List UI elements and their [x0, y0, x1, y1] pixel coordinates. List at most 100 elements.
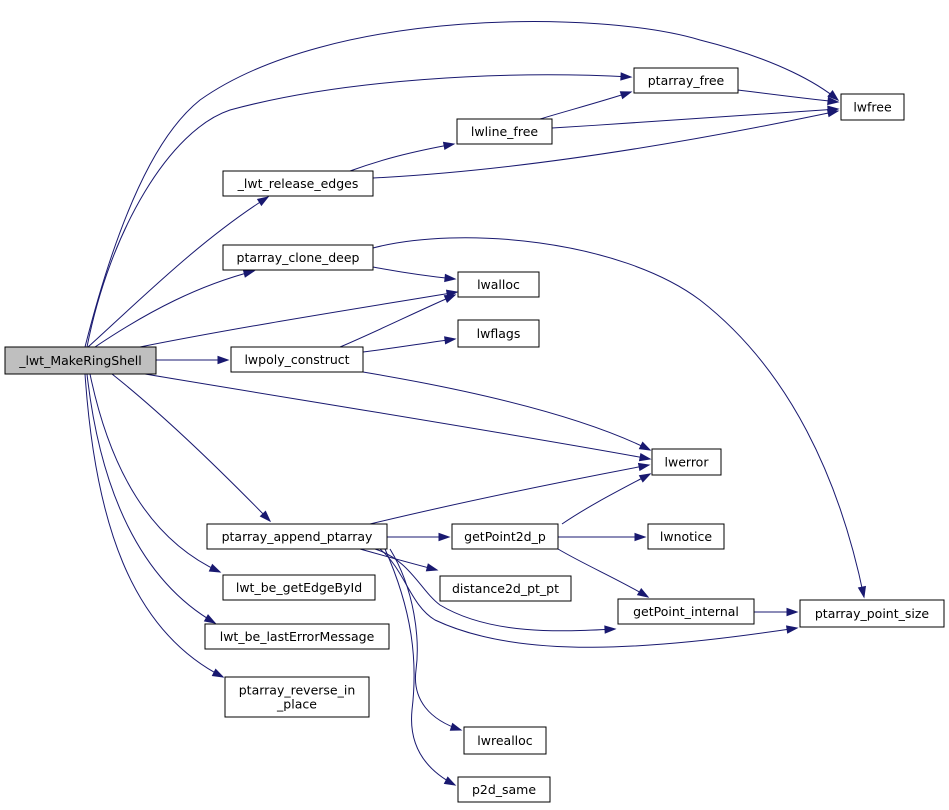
edge-lwt-release-edges-to-lwfree: [372, 109, 840, 179]
node-label: distance2d_pt_pt: [452, 581, 559, 596]
node-ptarray-append-ptarray[interactable]: ptarray_append_ptarray: [206, 523, 388, 550]
arrowhead: [620, 72, 633, 81]
arrowhead: [619, 91, 633, 100]
node-label: getPoint2d_p: [464, 529, 546, 544]
edge-line: [94, 270, 255, 348]
node-label: getPoint_internal: [633, 604, 739, 619]
edge-ptarray-free-to-lwfree: [737, 89, 840, 106]
arrowhead: [638, 473, 652, 483]
edge-lwline-free-to-lwfree: [551, 105, 840, 129]
arrowhead: [217, 355, 230, 365]
node-lwnotice[interactable]: lwnotice: [647, 523, 725, 550]
arrowhead: [208, 563, 222, 573]
arrowhead: [827, 90, 840, 101]
arrowhead: [786, 607, 799, 617]
node-ptarray-reverse-in-place[interactable]: ptarray_reverse_in_place: [224, 676, 370, 718]
arrowhead: [443, 776, 457, 786]
node-lwt-make-ring-shell[interactable]: _lwt_MakeRingShell: [4, 346, 157, 375]
node-p2d-same[interactable]: p2d_same: [457, 776, 551, 803]
node-box: [457, 776, 551, 803]
arrowhead: [636, 587, 650, 598]
arrowhead: [443, 294, 457, 304]
arrowhead: [637, 462, 651, 472]
edge-ptarray-clone-deep-to-ptarray-point-size: [372, 237, 867, 599]
node-box: [222, 170, 374, 197]
node-label: ptarray_append_ptarray: [222, 529, 373, 544]
node-box: [799, 599, 945, 628]
edge-line: [372, 266, 456, 280]
node-lwalloc[interactable]: lwalloc: [457, 271, 540, 298]
arrowhead: [444, 336, 457, 345]
node-box: [230, 346, 364, 373]
arrowhead: [785, 625, 799, 634]
node-lwt-release-edges[interactable]: _lwt_release_edges: [222, 170, 374, 197]
node-ptarray-clone-deep[interactable]: ptarray_clone_deep: [222, 244, 374, 271]
node-box: [222, 244, 374, 271]
edge-line: [539, 91, 632, 120]
edge-ptarray-append-ptarray-to-lwrealloc: [389, 548, 463, 731]
node-label: ptarray_reverse_in: [239, 683, 356, 698]
arrowhead: [259, 510, 272, 523]
node-get-point2d-p[interactable]: getPoint2d_p: [451, 523, 559, 550]
edge-lwt-make-ring-shell-to-lwt-be-get-edge-by-id: [89, 373, 222, 573]
edge-lwpoly-construct-to-lwflags: [362, 336, 457, 353]
arrowhead: [442, 141, 456, 151]
node-box: [451, 523, 559, 550]
edge-get-point2d-p-to-lwerror: [561, 473, 652, 525]
node-lwrealloc[interactable]: lwrealloc: [463, 726, 547, 755]
edge-lwt-make-ring-shell-to-lwt-be-last-error-message: [86, 373, 217, 624]
node-box: [4, 346, 157, 375]
arrowhead: [857, 585, 867, 599]
node-lwpoly-construct[interactable]: lwpoly_construct: [230, 346, 364, 373]
node-label: _lwt_MakeRingShell: [18, 353, 142, 368]
edge-lwt-make-ring-shell-to-lwt-release-edges: [87, 196, 270, 348]
edge-line: [87, 196, 269, 348]
node-lwfree[interactable]: lwfree: [840, 93, 905, 121]
edge-line: [389, 548, 462, 731]
edge-ptarray-append-ptarray-to-p2d-same: [384, 548, 457, 786]
edge-lwt-make-ring-shell-to-lwalloc: [139, 289, 459, 348]
edge-get-point-internal-to-ptarray-point-size: [754, 607, 799, 617]
arrowhead: [638, 452, 652, 462]
call-graph-edges: [84, 21, 867, 786]
edge-line: [86, 373, 216, 624]
edge-lwt-make-ring-shell-to-ptarray-reverse-in-place: [84, 373, 225, 678]
node-label: lwnotice: [660, 529, 713, 544]
node-ptarray-free[interactable]: ptarray_free: [633, 67, 739, 94]
node-lwt-be-get-edge-by-id[interactable]: lwt_be_getEdgeById: [222, 574, 376, 601]
edge-lwt-make-ring-shell-to-ptarray-free: [86, 72, 633, 348]
edge-ptarray-append-ptarray-to-get-point2d-p: [387, 532, 451, 542]
edge-lwpoly-construct-to-lwalloc: [339, 294, 457, 348]
node-lwflags[interactable]: lwflags: [457, 319, 540, 348]
node-box: [457, 319, 540, 348]
edge-line: [372, 237, 865, 598]
edge-get-point2d-p-to-lwnotice: [558, 532, 647, 542]
arrowhead: [638, 441, 652, 451]
node-ptarray-point-size[interactable]: ptarray_point_size: [799, 599, 945, 628]
node-lwt-be-last-error-message[interactable]: lwt_be_lastErrorMessage: [204, 623, 390, 650]
node-label: lwt_be_lastErrorMessage: [220, 629, 375, 644]
node-label: ptarray_free: [648, 73, 725, 88]
node-box: [224, 676, 370, 718]
arrowhead: [444, 273, 457, 283]
arrowhead: [242, 269, 256, 278]
edge-line: [359, 548, 438, 571]
arrowhead: [827, 96, 840, 106]
node-lwline-free[interactable]: lwline_free: [456, 118, 553, 145]
edge-line: [349, 143, 455, 172]
node-box: [439, 575, 572, 602]
node-box: [222, 574, 376, 601]
edge-lwt-make-ring-shell-to-lwerror: [144, 373, 652, 462]
node-lwerror[interactable]: lwerror: [651, 448, 722, 476]
edge-line: [362, 371, 651, 451]
node-get-point-internal[interactable]: getPoint_internal: [617, 598, 755, 625]
node-box: [204, 623, 390, 650]
node-label: lwfree: [853, 100, 892, 115]
edge-line: [369, 464, 650, 525]
node-distance2d-pt-pt[interactable]: distance2d_pt_pt: [439, 575, 572, 602]
node-label: lwline_free: [471, 124, 538, 139]
edge-line: [557, 548, 649, 598]
edge-line: [86, 74, 632, 348]
edge-line: [144, 373, 651, 460]
edge-line: [374, 548, 616, 632]
